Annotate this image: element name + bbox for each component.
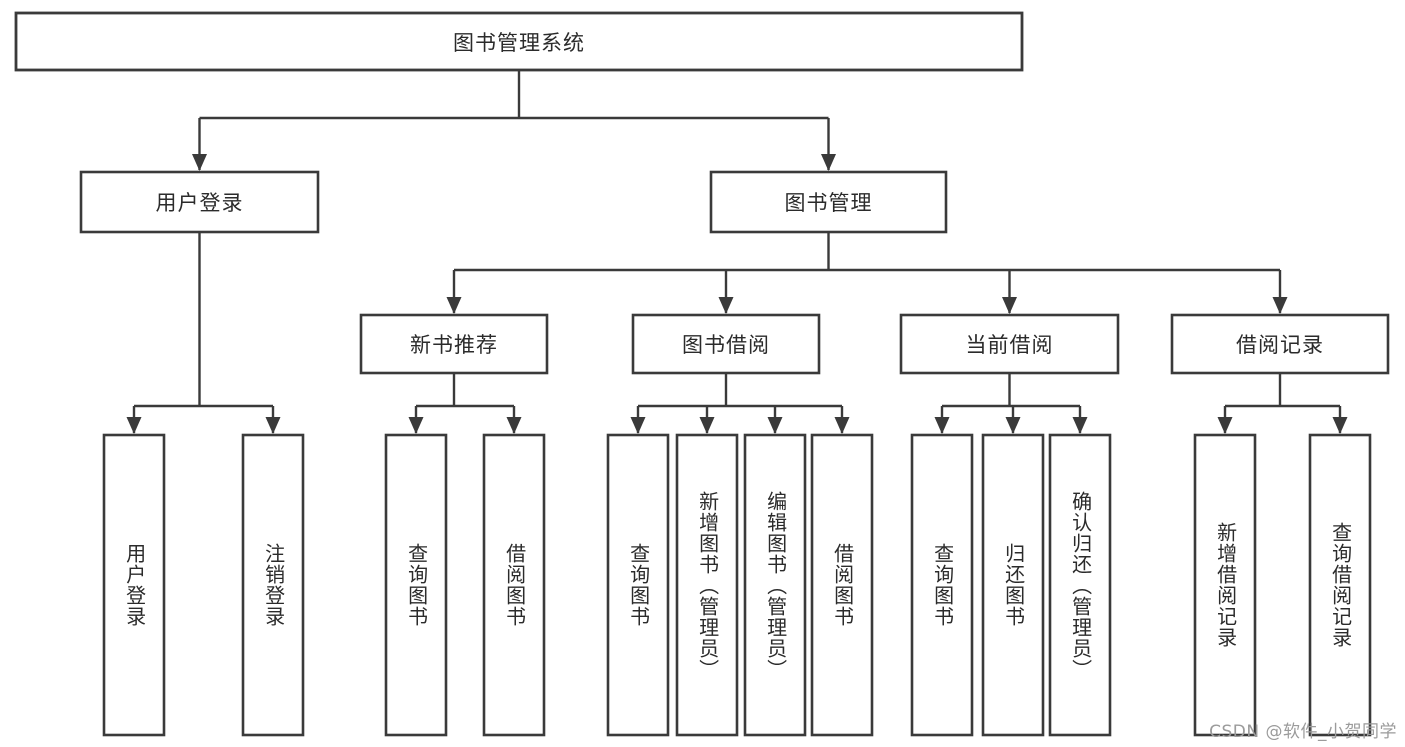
arrow-to-leaf-confirm-return — [1072, 417, 1088, 434]
node-box-leaf-query-book-rec[interactable] — [384, 433, 448, 737]
node-box-book-borrow[interactable] — [631, 313, 821, 375]
node-box-leaf-add-book[interactable] — [675, 433, 739, 737]
arrow-to-book-manage — [821, 154, 836, 171]
node-box-leaf-return-book[interactable] — [981, 433, 1045, 737]
node-box-leaf-query-book-cur[interactable] — [910, 433, 974, 737]
arrow-to-leaf-return-book — [1005, 417, 1021, 434]
node-box-leaf-user-logout[interactable] — [241, 433, 305, 737]
arrow-to-leaf-borrow-book-rec — [506, 417, 522, 434]
node-box-leaf-edit-book[interactable] — [743, 433, 807, 737]
arrow-to-new-book-rec — [446, 297, 462, 314]
boxes-layer — [14, 11, 1390, 737]
node-box-leaf-add-record[interactable] — [1193, 433, 1257, 737]
node-box-leaf-confirm-return[interactable] — [1048, 433, 1112, 737]
node-box-leaf-query-record[interactable] — [1308, 433, 1372, 737]
node-box-new-book-rec[interactable] — [359, 313, 549, 375]
arrow-to-leaf-borrow-book — [834, 417, 850, 434]
arrow-to-user-login — [192, 154, 207, 171]
node-box-book-manage[interactable] — [709, 170, 948, 234]
node-box-user-login[interactable] — [79, 170, 320, 234]
arrow-to-leaf-add-record — [1217, 417, 1233, 434]
node-box-root[interactable] — [14, 11, 1024, 72]
arrow-to-borrow-record — [1272, 297, 1288, 314]
arrow-to-leaf-query-record — [1332, 417, 1348, 434]
node-box-leaf-borrow-book-rec[interactable] — [482, 433, 546, 737]
watermark-text: CSDN @软件_小贺同学 — [1209, 722, 1397, 742]
node-box-leaf-user-login[interactable] — [102, 433, 166, 737]
arrow-to-current-borrow — [1002, 297, 1017, 314]
arrow-to-leaf-query-book-cur — [934, 417, 950, 434]
arrow-to-leaf-add-book — [699, 417, 715, 434]
arrow-to-leaf-query-book-rec — [408, 417, 424, 434]
arrow-to-book-borrow — [718, 297, 734, 314]
arrow-to-leaf-edit-book — [767, 417, 783, 434]
connectors-layer — [126, 70, 1348, 434]
arrow-to-leaf-query-book-borrow — [630, 417, 646, 434]
node-box-borrow-record[interactable] — [1170, 313, 1390, 375]
node-box-leaf-borrow-book[interactable] — [810, 433, 874, 737]
arrow-to-leaf-user-logout — [265, 417, 281, 434]
node-box-current-borrow[interactable] — [899, 313, 1120, 375]
arrow-to-leaf-user-login — [126, 417, 142, 434]
node-box-leaf-query-book-borrow[interactable] — [606, 433, 670, 737]
